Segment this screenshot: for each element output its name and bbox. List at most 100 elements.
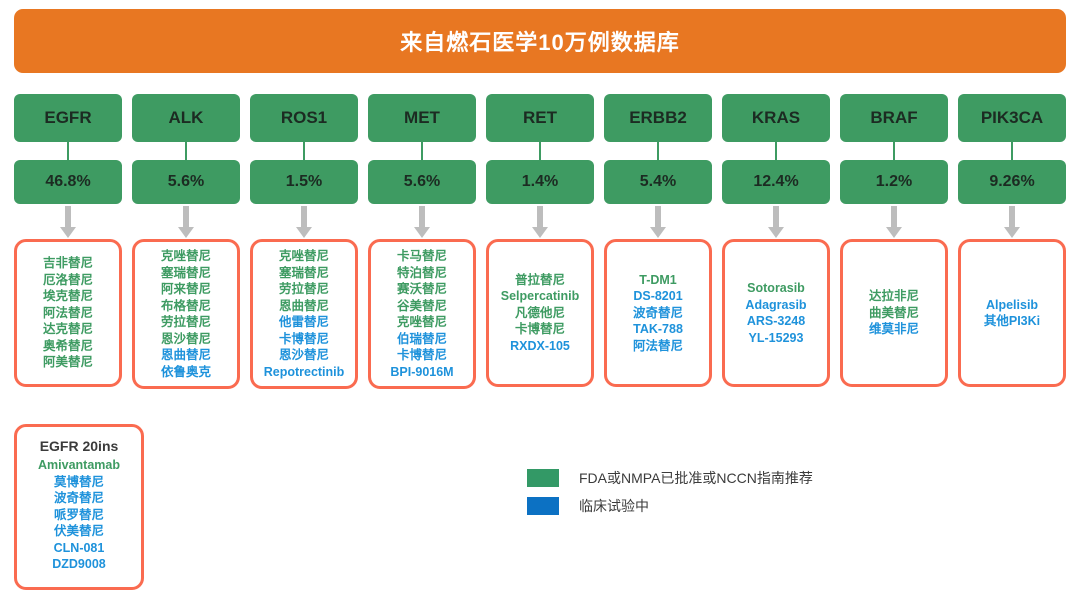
gene-box-erbb2[interactable]: ERBB2 bbox=[604, 94, 712, 142]
gene-name-label: BRAF bbox=[870, 108, 918, 127]
percent-box-kras[interactable]: 12.4% bbox=[722, 160, 830, 204]
drug-item: 波奇替尼 bbox=[632, 305, 683, 320]
gene-box-egfr[interactable]: EGFR bbox=[14, 94, 122, 142]
arrow-shaft bbox=[537, 206, 543, 228]
percent-box-alk[interactable]: 5.6% bbox=[132, 160, 240, 204]
arrow-head bbox=[768, 227, 784, 238]
percent-label: 1.2% bbox=[875, 173, 913, 190]
drug-item: 卡博替尼 bbox=[396, 348, 447, 362]
gene-column-egfr: EGFR 46.8% 吉非替尼厄洛替尼埃克替尼阿法替尼达克替尼奥希替尼阿美替尼 bbox=[14, 94, 122, 389]
percent-box-erbb2[interactable]: 5.4% bbox=[604, 160, 712, 204]
gene-name-label: ROS1 bbox=[280, 108, 328, 127]
percent-label: 5.6% bbox=[167, 173, 205, 190]
drug-item: 克唑替尼 bbox=[396, 315, 447, 329]
gene-name-label: ALK bbox=[168, 108, 204, 127]
drug-card-egfr: 吉非替尼厄洛替尼埃克替尼阿法替尼达克替尼奥希替尼阿美替尼 bbox=[14, 239, 122, 387]
drug-item: 其他PI3Ki bbox=[983, 314, 1041, 328]
arrow-head bbox=[886, 227, 902, 238]
drug-card-braf: 达拉非尼曲美替尼维莫非尼 bbox=[840, 239, 948, 387]
drug-item: 达克替尼 bbox=[42, 322, 93, 337]
drug-item: 布格替尼 bbox=[160, 298, 211, 313]
arrow-down-icon bbox=[884, 206, 904, 239]
drug-item: 特泊替尼 bbox=[396, 265, 447, 280]
drug-item: 劳拉替尼 bbox=[278, 282, 329, 296]
gene-to-percent-connector bbox=[303, 142, 305, 160]
gene-to-percent-connector bbox=[421, 142, 423, 160]
drug-item: 阿美替尼 bbox=[42, 355, 93, 370]
legend-swatch-trial bbox=[527, 497, 559, 515]
arrow-down-icon bbox=[766, 206, 786, 239]
drug-item: 伏美替尼 bbox=[53, 524, 104, 538]
percent-label: 46.8% bbox=[45, 173, 91, 190]
legend-item-trial: 临床试验中 bbox=[527, 494, 813, 518]
drug-item: 阿来替尼 bbox=[160, 282, 211, 296]
title-banner: 来自燃石医学10万例数据库 bbox=[14, 9, 1066, 73]
percent-box-braf[interactable]: 1.2% bbox=[840, 160, 948, 204]
drug-item: Amivantamab bbox=[38, 458, 120, 472]
gene-to-percent-connector bbox=[67, 142, 69, 160]
gene-name-label: ERBB2 bbox=[629, 108, 687, 127]
drug-item: 哌罗替尼 bbox=[53, 507, 104, 522]
gene-to-percent-connector bbox=[657, 142, 659, 160]
arrow-down-icon bbox=[294, 206, 314, 239]
arrow-head bbox=[414, 227, 430, 238]
percent-box-pik3ca[interactable]: 9.26% bbox=[958, 160, 1066, 204]
drug-item: 曲美替尼 bbox=[868, 305, 919, 320]
drug-card-alk: 克唑替尼塞瑞替尼阿来替尼布格替尼劳拉替尼恩沙替尼恩曲替尼依鲁奥克 bbox=[132, 239, 240, 389]
percent-label: 12.4% bbox=[753, 173, 799, 190]
legend-item-approved: FDA或NMPA已批准或NCCN指南推荐 bbox=[527, 466, 813, 490]
percent-box-egfr[interactable]: 46.8% bbox=[14, 160, 122, 204]
drug-item: 依鲁奥克 bbox=[160, 364, 211, 379]
percent-box-met[interactable]: 5.6% bbox=[368, 160, 476, 204]
gene-name-label: MET bbox=[404, 108, 440, 127]
arrow-shaft bbox=[419, 206, 425, 228]
gene-box-ros1[interactable]: ROS1 bbox=[250, 94, 358, 142]
drug-item: 他雷替尼 bbox=[278, 315, 329, 329]
drug-item: 阿法替尼 bbox=[632, 338, 683, 353]
drug-item: CLN-081 bbox=[53, 540, 105, 555]
gene-box-alk[interactable]: ALK bbox=[132, 94, 240, 142]
arrow-shaft bbox=[301, 206, 307, 228]
gene-box-met[interactable]: MET bbox=[368, 94, 476, 142]
drug-item: Sotorasib bbox=[747, 281, 805, 295]
drug-item: 莫博替尼 bbox=[53, 474, 104, 489]
gene-to-percent-connector bbox=[539, 142, 541, 160]
gene-box-braf[interactable]: BRAF bbox=[840, 94, 948, 142]
legend-label: 临床试验中 bbox=[579, 498, 649, 514]
drug-item: Selpercatinib bbox=[500, 289, 580, 304]
percent-box-ret[interactable]: 1.4% bbox=[486, 160, 594, 204]
egfr-20ins-heading: EGFR 20ins bbox=[39, 438, 119, 454]
percent-label: 5.4% bbox=[639, 173, 677, 190]
gene-box-kras[interactable]: KRAS bbox=[722, 94, 830, 142]
percent-label: 9.26% bbox=[989, 173, 1035, 190]
drug-item: 谷美替尼 bbox=[396, 298, 447, 313]
gene-box-pik3ca[interactable]: PIK3CA bbox=[958, 94, 1066, 142]
percent-label: 1.4% bbox=[521, 173, 559, 190]
percent-label: 1.5% bbox=[285, 173, 323, 190]
drug-item: 克唑替尼 bbox=[278, 249, 329, 263]
arrow-shaft bbox=[65, 206, 71, 228]
drug-item: 克唑替尼 bbox=[160, 249, 211, 263]
gene-to-percent-connector bbox=[775, 142, 777, 160]
arrow-down-icon bbox=[58, 206, 78, 239]
arrow-shaft bbox=[773, 206, 779, 228]
gene-box-ret[interactable]: RET bbox=[486, 94, 594, 142]
drug-item: BPI-9016M bbox=[390, 364, 454, 379]
drug-item: 维莫非尼 bbox=[868, 322, 919, 337]
arrow-down-icon bbox=[648, 206, 668, 239]
gene-name-label: RET bbox=[523, 108, 557, 127]
legend: FDA或NMPA已批准或NCCN指南推荐临床试验中 bbox=[527, 466, 813, 522]
percent-box-ros1[interactable]: 1.5% bbox=[250, 160, 358, 204]
drug-item: 恩曲替尼 bbox=[160, 348, 211, 362]
legend-swatch-approved bbox=[527, 469, 559, 487]
